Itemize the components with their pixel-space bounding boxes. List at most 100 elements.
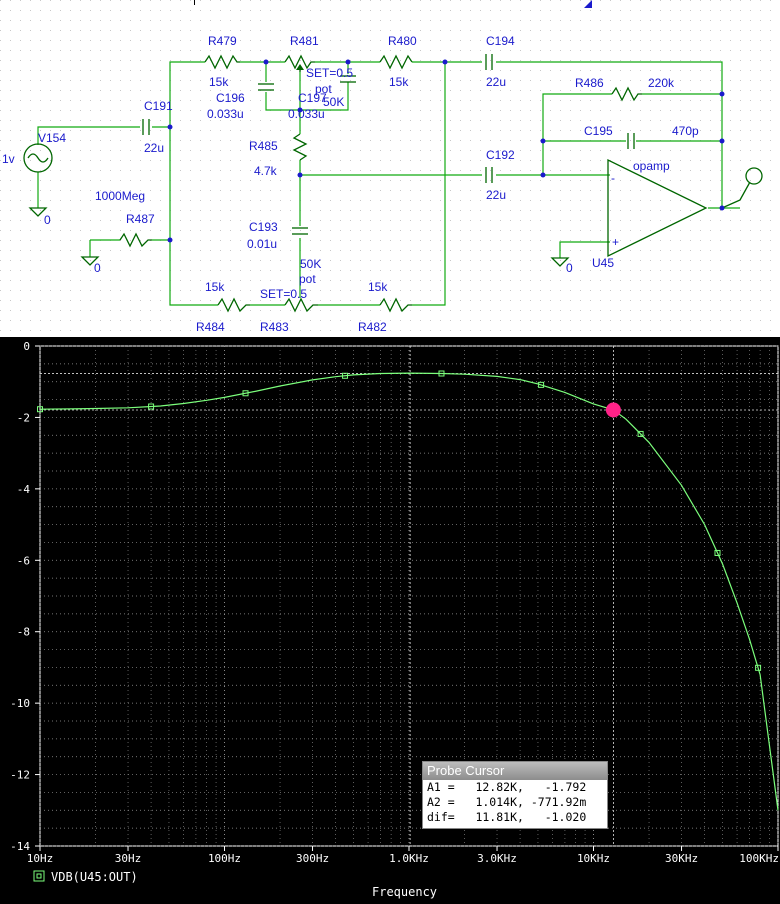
label-R480-value: 15k	[389, 75, 409, 89]
label-C191-value: 22u	[144, 141, 164, 155]
x-tick-label: 30Hz	[115, 852, 142, 865]
label-R486-value: 220k	[648, 76, 675, 90]
series-point	[242, 390, 249, 397]
label-U45: U45	[592, 256, 614, 270]
y-tick-label: -2	[17, 411, 30, 424]
y-tick-label: -4	[17, 483, 31, 496]
label-R484-value: 15k	[205, 280, 225, 294]
y-tick-label: -6	[17, 554, 30, 567]
series-point	[342, 372, 349, 379]
label-C197: C197	[298, 91, 327, 105]
label-R481: R481	[290, 34, 319, 48]
label-R480: R480	[388, 34, 417, 48]
legend-series-name: VDB(U45:OUT)	[51, 870, 138, 884]
schematic-panel[interactable]: R479 15k R481 SET=0.5 R480 15k C194 22u …	[0, 0, 780, 337]
series-point	[714, 549, 721, 556]
x-tick-label: 1.0KHz	[389, 852, 429, 865]
probe-cursor-marker	[605, 402, 621, 418]
label-C193: C193	[249, 220, 278, 234]
y-tick-label: -8	[17, 626, 30, 639]
plot-grid	[39, 345, 779, 847]
probe-cursor-a2: A2 = 1.014K, -771.92m	[427, 795, 587, 809]
series-point	[538, 381, 545, 388]
capacitor-symbols	[142, 54, 635, 235]
probe-cursor-a1: A1 = 12.82K, -1.792	[427, 780, 587, 794]
junction-dots	[167, 59, 725, 243]
label-pin-minus: -	[611, 171, 615, 185]
label-R484: R484	[196, 320, 225, 334]
series-line	[39, 372, 779, 811]
x-axis-label: Frequency	[372, 885, 437, 899]
component-labels: R479 15k R481 SET=0.5 R480 15k C194 22u …	[2, 34, 699, 334]
label-R487: R487	[126, 212, 155, 226]
y-tick-label: -12	[10, 769, 30, 782]
x-tick-label: 10Hz	[27, 852, 54, 865]
label-ground-0-a: 0	[44, 213, 51, 227]
label-R481-pot: pot	[315, 82, 332, 96]
probe-cursor-dif: dif= 11.81K, -1.020	[427, 810, 587, 824]
label-ground-0-b: 0	[94, 261, 101, 275]
label-V154-value: 1v	[2, 152, 15, 166]
x-tick-label: 3.0KHz	[477, 852, 517, 865]
label-R479: R479	[208, 34, 237, 48]
label-C195-value: 470p	[672, 124, 699, 138]
label-U45-value: opamp	[633, 159, 670, 173]
label-R483-set: SET=0.5	[260, 287, 307, 301]
label-C193-value: 0.01u	[247, 237, 277, 251]
label-R483-res: 50K	[300, 257, 321, 271]
corner-marker-icon	[584, 0, 592, 8]
label-C196-value: 0.033u	[207, 107, 244, 121]
label-C194: C194	[486, 34, 515, 48]
label-C192: C192	[486, 148, 515, 162]
schematic-canvas[interactable]: R479 15k R481 SET=0.5 R480 15k C194 22u …	[0, 0, 780, 337]
opamp-symbol	[607, 158, 763, 258]
wires	[37, 61, 740, 306]
label-R479-value: 15k	[209, 75, 229, 89]
label-R482: R482	[358, 320, 387, 334]
label-C191: C191	[144, 99, 173, 113]
x-tick-label: 300Hz	[296, 852, 329, 865]
probe-cursor-window[interactable]: Probe Cursor A1 = 12.82K, -1.792 A2 = 1.…	[422, 761, 608, 829]
x-tick-label: 100KHz	[739, 852, 779, 865]
series-point	[37, 406, 43, 413]
x-tick-label: 10KHz	[577, 852, 610, 865]
label-R483: R483	[260, 320, 289, 334]
series-point	[148, 403, 155, 410]
series-point	[438, 370, 445, 377]
schematic-grid	[0, 0, 780, 337]
label-C197-value: 0.033u	[288, 107, 325, 121]
label-C194-value: 22u	[486, 75, 506, 89]
label-R481-set: SET=0.5	[306, 66, 353, 80]
y-tick-label: -10	[10, 697, 30, 710]
label-R487-value: 1000Meg	[95, 189, 145, 203]
label-C192-value: 22u	[486, 188, 506, 202]
plot-legend[interactable]: VDB(U45:OUT)	[33, 870, 138, 884]
plot-series	[37, 370, 779, 811]
label-R485: R485	[249, 139, 278, 153]
label-V154: V154	[38, 131, 66, 145]
label-R483-pot: pot	[299, 272, 316, 286]
ground-symbols	[28, 207, 570, 267]
series-point	[755, 664, 762, 671]
y-tick-label: 0	[23, 340, 30, 353]
voltage-source-symbol	[23, 143, 53, 173]
label-R481-res: 50K	[323, 95, 344, 109]
series-point	[637, 430, 644, 437]
x-tick-label: 30KHz	[665, 852, 698, 865]
legend-marker-inner	[36, 873, 42, 879]
y-tick-label: -14	[10, 840, 30, 853]
resistor-symbols	[119, 54, 642, 313]
label-pin-plus: +	[612, 235, 619, 249]
legend-marker-icon	[33, 870, 45, 882]
label-C196: C196	[216, 91, 245, 105]
label-ground-0-c: 0	[566, 261, 573, 275]
top-marker	[194, 0, 195, 5]
label-R482-value: 15k	[368, 280, 388, 294]
label-R486: R486	[575, 76, 604, 90]
probe-cursor-title[interactable]: Probe Cursor	[423, 762, 607, 780]
label-C195: C195	[584, 124, 613, 138]
x-tick-label: 100Hz	[208, 852, 241, 865]
